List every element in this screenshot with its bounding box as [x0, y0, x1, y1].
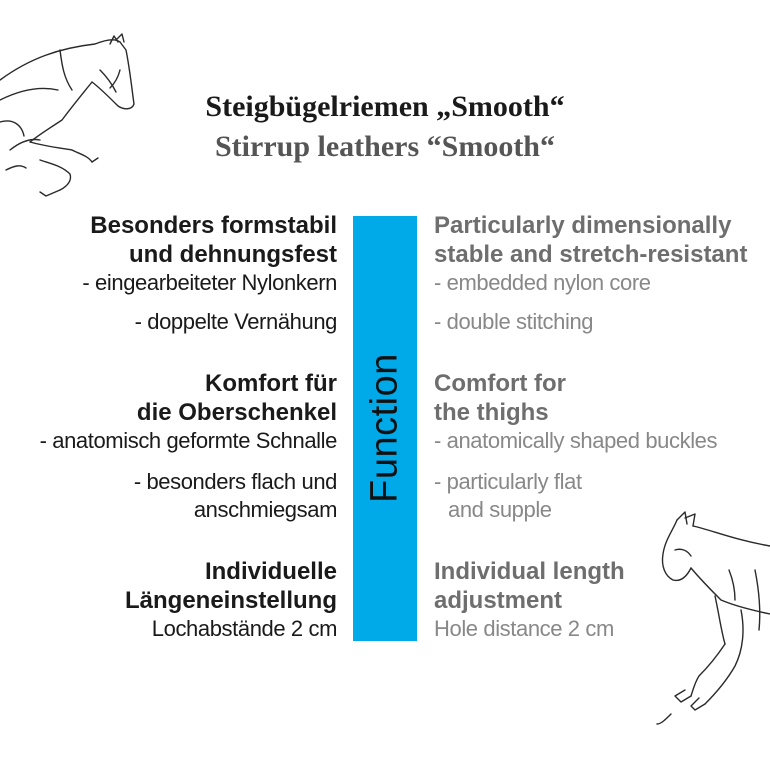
english-heading: adjustment — [434, 587, 563, 614]
english-point: and supple — [448, 497, 552, 522]
horse-sketch-icon — [0, 33, 135, 197]
english-heading: stable and stretch-resistant — [434, 241, 748, 268]
german-block-comfort: Komfort für die Oberschenkel - anatomisc… — [39, 369, 338, 524]
german-heading: Besonders formstabil — [90, 212, 337, 239]
english-heading: Comfort for — [434, 370, 566, 397]
english-heading: Individual length — [434, 558, 625, 585]
title-german: Steigbügelriemen „Smooth“ — [205, 90, 565, 123]
german-point: - eingearbeiteter Nylonkern — [82, 270, 337, 295]
english-heading: Particularly dimensionally — [434, 212, 732, 239]
german-heading: Individuelle — [204, 558, 337, 585]
german-block-stability: Besonders formstabil und dehnungsfest - … — [82, 211, 337, 336]
german-heading: die Oberschenkel — [136, 399, 337, 426]
function-bar — [353, 216, 417, 641]
english-detail: Hole distance 2 cm — [434, 616, 614, 641]
german-point: - doppelte Vernähung — [134, 309, 338, 334]
german-heading: Komfort für — [205, 370, 337, 397]
german-point: - besonders flach und — [133, 469, 338, 494]
german-heading: und dehnungsfest — [129, 241, 337, 268]
english-point: - embedded nylon core — [434, 270, 651, 295]
english-block-length: Individual length adjustment Hole distan… — [434, 557, 625, 643]
german-detail: Lochabstände 2 cm — [151, 616, 338, 641]
german-point: anschmiegsam — [193, 497, 338, 522]
function-label: Function — [363, 353, 406, 503]
german-point: - anatomisch geformte Schnalle — [39, 428, 338, 453]
english-heading: the thighs — [434, 399, 549, 426]
horse-sketch-icon — [656, 511, 770, 725]
english-point: - anatomically shaped buckles — [434, 428, 718, 453]
english-block-comfort: Comfort for the thighs - anatomically sh… — [434, 369, 718, 524]
english-point: - double stitching — [434, 309, 594, 334]
title-english: Stirrup leathers “Smooth“ — [215, 130, 555, 163]
english-point: - particularly flat — [434, 469, 582, 494]
english-block-stability: Particularly dimensionally stable and st… — [434, 211, 747, 336]
german-heading: Längeneinstellung — [124, 587, 337, 614]
german-block-length: Individuelle Längeneinstellung Lochabstä… — [125, 557, 337, 643]
